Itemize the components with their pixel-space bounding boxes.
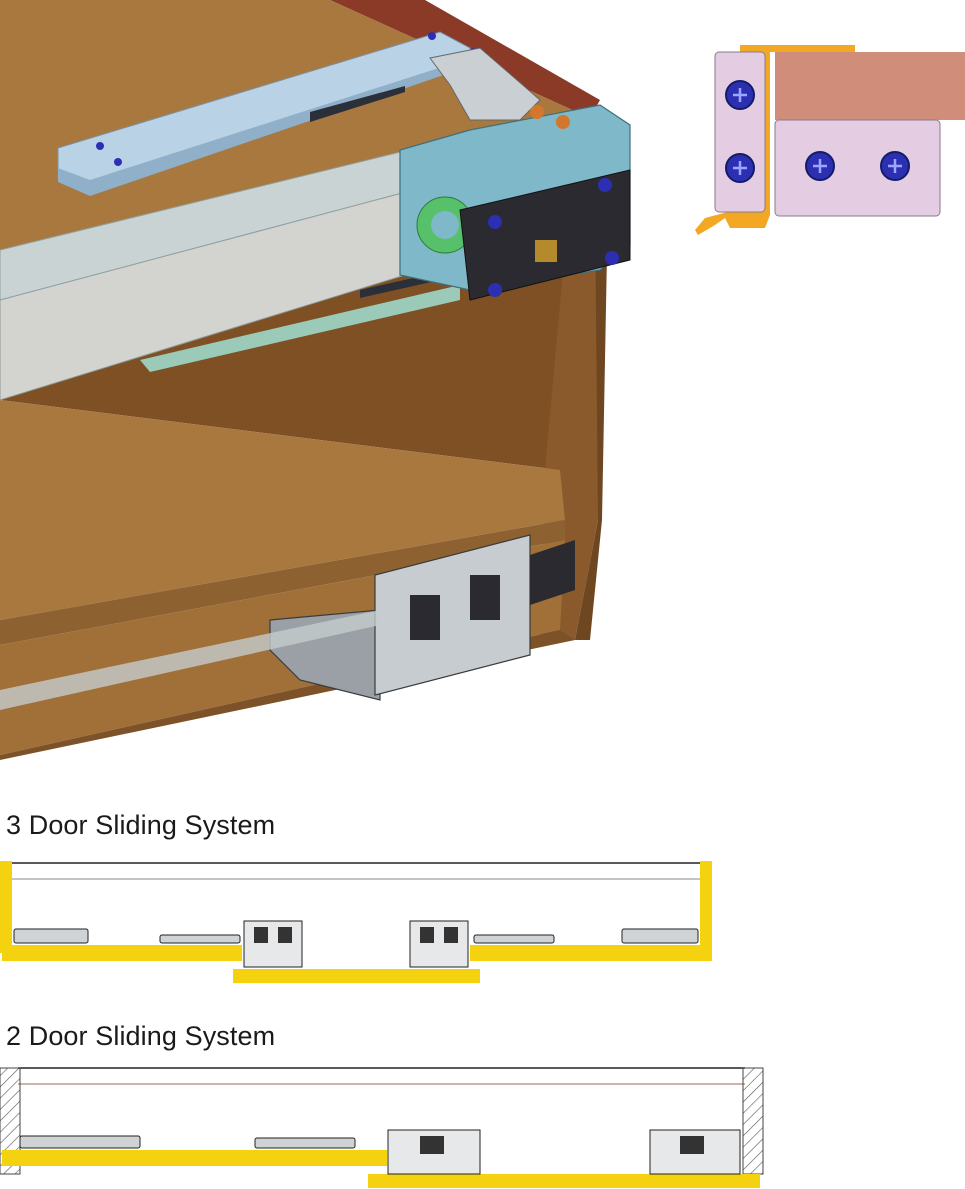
door-back (368, 1174, 760, 1188)
lower-guide-rail (0, 610, 380, 710)
three-door-diagram (0, 861, 712, 983)
right-side-wall (700, 861, 712, 953)
screw-icon (725, 153, 755, 183)
door-left (2, 945, 242, 961)
lower-bracket-slot (470, 575, 500, 620)
cabinet-middle-shelf-front (0, 520, 565, 645)
top-rail-plate-side (58, 58, 470, 196)
mounting-plate (459, 169, 631, 301)
salmon-panel (775, 52, 965, 120)
adjuster-knob-icon (556, 115, 570, 129)
top-rail-slot (310, 86, 405, 122)
screw-icon (880, 151, 910, 181)
adjuster-knob-icon (530, 105, 544, 119)
screw-icon (114, 158, 122, 166)
cabinet-middle-shelf (0, 400, 565, 620)
right-side-wall (742, 1067, 764, 1175)
cabinet-side-panel-edge (575, 200, 608, 640)
top-adjuster (429, 47, 541, 121)
left-side-wall (0, 861, 12, 953)
screw-icon (428, 32, 436, 40)
pink-pad-vertical (714, 51, 766, 213)
screw-icon (96, 142, 104, 150)
lower-side-plate (530, 540, 575, 605)
screw-icon (488, 215, 502, 229)
two-door-caption: 2 Door Sliding System (6, 1021, 276, 1051)
door-front (2, 1150, 387, 1166)
cross-section-detail (695, 45, 965, 235)
three-door-caption: 3 Door Sliding System (6, 810, 276, 840)
screw-icon (598, 178, 612, 192)
flat-fitting-icon (19, 1135, 356, 1149)
green-roller-hub (431, 211, 459, 239)
left-side-wall (0, 1067, 21, 1175)
roller-unit-icon (387, 1129, 741, 1175)
roller-unit-icon (243, 920, 469, 968)
door-right (470, 945, 712, 961)
mounting-plate-insert (535, 240, 557, 262)
screw-icon (605, 251, 619, 265)
guide-rail-bottom-plate (140, 285, 460, 372)
flat-fitting-icon (13, 928, 699, 944)
cabinet-3d-illustration (0, 0, 631, 760)
pink-pad-horizontal (774, 119, 941, 217)
lower-bracket-slot (410, 595, 440, 640)
screw-icon (805, 151, 835, 181)
screw-icon (725, 80, 755, 110)
two-door-diagram (0, 1067, 764, 1188)
door-middle (233, 969, 480, 983)
screw-icon (488, 283, 502, 297)
